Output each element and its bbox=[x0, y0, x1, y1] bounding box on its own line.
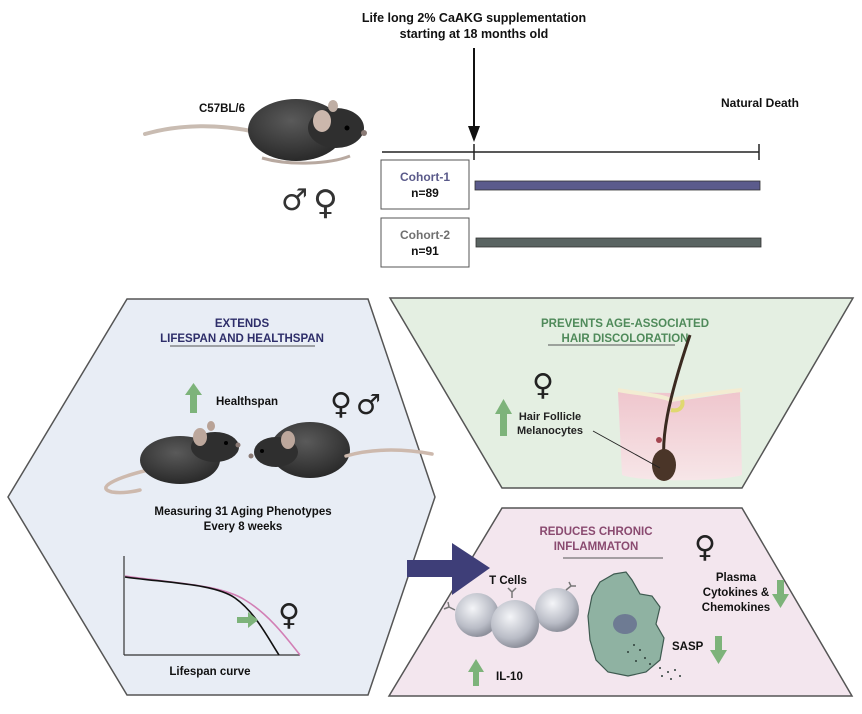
start-arrow-icon bbox=[468, 48, 480, 142]
healthspan-label: Healthspan bbox=[216, 396, 278, 408]
lifespan-title-line1: EXTENDS bbox=[215, 318, 270, 330]
sasp-label: SASP bbox=[672, 641, 704, 653]
mouse-illustration bbox=[143, 99, 367, 165]
cohort-1: Cohort-1 n=89 bbox=[380, 159, 761, 210]
cohort-2-n: n=91 bbox=[411, 244, 439, 258]
il10-label: IL-10 bbox=[496, 671, 523, 683]
il10-up-arrow-icon bbox=[468, 659, 484, 686]
lifespan-panel bbox=[7, 298, 436, 696]
hair-follicle-illustration bbox=[592, 334, 743, 481]
t-cells-illustration bbox=[443, 581, 579, 648]
hair-follicle-label-line1: Hair Follicle bbox=[519, 411, 581, 423]
measuring-line1: Measuring 31 Aging Phenotypes bbox=[154, 506, 331, 518]
natural-death-label: Natural Death bbox=[721, 96, 799, 110]
healthspan-up-arrow-icon bbox=[185, 383, 202, 413]
male-symbol-icon: ♂ bbox=[356, 388, 381, 421]
timeline-axis bbox=[382, 144, 760, 160]
navy-pointer-arrow-icon bbox=[407, 543, 490, 595]
control-survival-curve bbox=[124, 576, 280, 656]
lifespan-curve-label: Lifespan curve bbox=[169, 666, 250, 678]
female-symbol-icon: ♀ bbox=[694, 530, 716, 565]
female-symbol-icon: ♀ bbox=[532, 368, 554, 403]
cohort-1-n: n=89 bbox=[411, 186, 439, 200]
plasma-label-line3: Chemokines bbox=[702, 602, 770, 614]
lifespan-title-line2: LIFESPAN AND HEALTHSPAN bbox=[160, 333, 324, 345]
lifespan-shift-arrow-icon bbox=[237, 612, 258, 628]
strain-label: C57BL/6 bbox=[199, 103, 245, 115]
supplementation-title-line1: Life long 2% CaAKG supplementation bbox=[362, 11, 586, 25]
hair-follicle-label-line2: Melanocytes bbox=[517, 425, 583, 437]
hair-title-line1: PREVENTS AGE-ASSOCIATED bbox=[541, 318, 709, 330]
male-symbol-icon: ♂ bbox=[281, 183, 308, 218]
female-symbol-icon: ♀ bbox=[313, 183, 338, 223]
t-cells-label: T Cells bbox=[489, 575, 527, 587]
inflammation-title-line2: INFLAMMATON bbox=[554, 541, 639, 553]
cohort-2: Cohort-2 n=91 bbox=[380, 217, 762, 268]
melanocytes-up-arrow-icon bbox=[495, 399, 512, 436]
cohort-2-name: Cohort-2 bbox=[400, 228, 450, 242]
inflammation-title-line1: REDUCES CHRONIC bbox=[539, 526, 652, 538]
supplementation-title-line2: starting at 18 months old bbox=[400, 27, 549, 41]
cohort-1-name: Cohort-1 bbox=[400, 170, 450, 184]
female-symbol-icon: ♀ bbox=[330, 387, 352, 422]
cohort-1-bar bbox=[474, 180, 761, 191]
senescent-cell-illustration bbox=[587, 571, 681, 680]
measuring-line2: Every 8 weeks bbox=[204, 521, 283, 533]
plasma-label-line2: Cytokines & bbox=[703, 587, 769, 599]
mice-illustration bbox=[104, 421, 434, 495]
hair-title-line2: HAIR DISCOLORATION bbox=[562, 333, 689, 345]
cohort-2-bar bbox=[475, 237, 762, 248]
sasp-down-arrow-icon bbox=[710, 636, 727, 664]
female-symbol-icon: ♀ bbox=[278, 598, 300, 633]
plasma-down-arrow-icon bbox=[772, 580, 789, 608]
lifespan-curve-chart bbox=[123, 556, 301, 656]
plasma-label-line1: Plasma bbox=[716, 572, 757, 584]
